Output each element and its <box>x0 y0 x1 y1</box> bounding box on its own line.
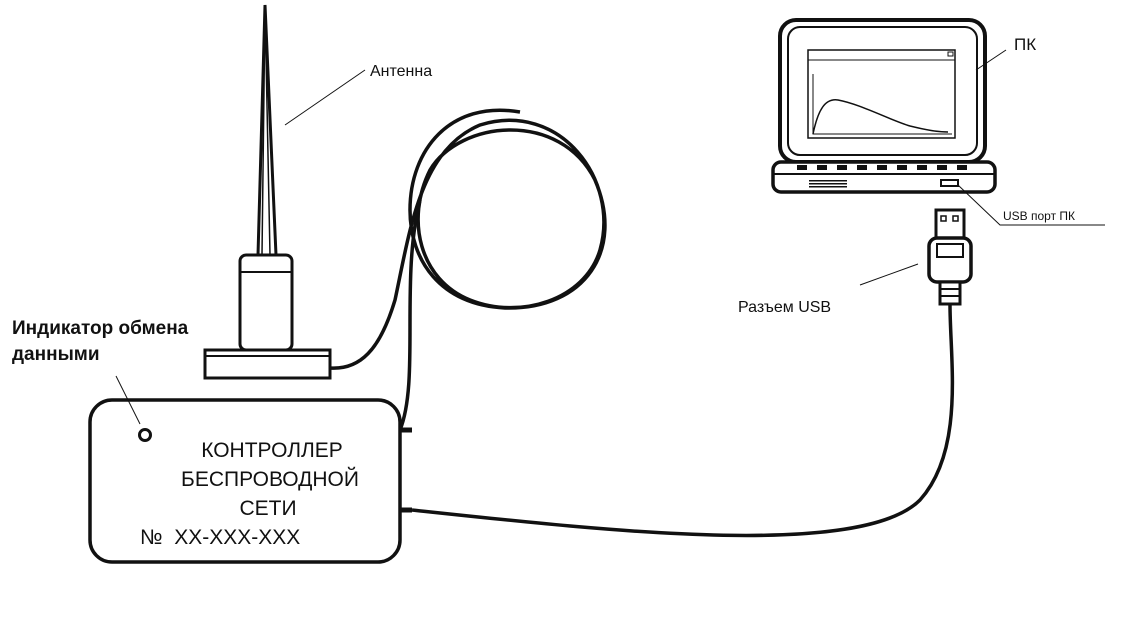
controller-title-line1: КОНТРОЛЛЕР <box>201 439 343 462</box>
laptop-pc <box>771 18 997 194</box>
screen-curve-graph <box>812 99 949 135</box>
usb-cable <box>411 304 955 538</box>
pc-leader-line <box>975 49 1007 71</box>
antenna <box>203 4 332 380</box>
usb-connector-leader-line <box>859 263 919 286</box>
pc-label: ПК <box>1014 35 1036 54</box>
usb-port-leader-line <box>957 184 1105 226</box>
controller-title-line3: СЕТИ <box>239 497 296 520</box>
antenna-label: Антенна <box>370 63 432 80</box>
data-exchange-led-icon <box>138 428 152 442</box>
coiled-cable <box>329 108 607 431</box>
controller-serial-number: № XX-XXX-XXX <box>140 526 300 549</box>
usb-connector-label: Разъем USB <box>738 299 831 316</box>
indicator-label-line2: данными <box>12 344 100 365</box>
indicator-label-line1: Индикатор обмена <box>12 318 189 339</box>
antenna-leader-line <box>284 69 366 126</box>
indicator-leader-line <box>115 375 141 425</box>
usb-port <box>940 179 959 187</box>
controller-box: КОНТРОЛЛЕР БЕСПРОВОДНОЙ СЕТИ № XX-XXX-XX… <box>88 398 412 564</box>
usb-port-label: USB порт ПК <box>1003 209 1075 223</box>
screen-window <box>807 49 956 139</box>
usb-plug <box>927 208 973 306</box>
controller-title-line2: БЕСПРОВОДНОЙ <box>181 467 359 491</box>
